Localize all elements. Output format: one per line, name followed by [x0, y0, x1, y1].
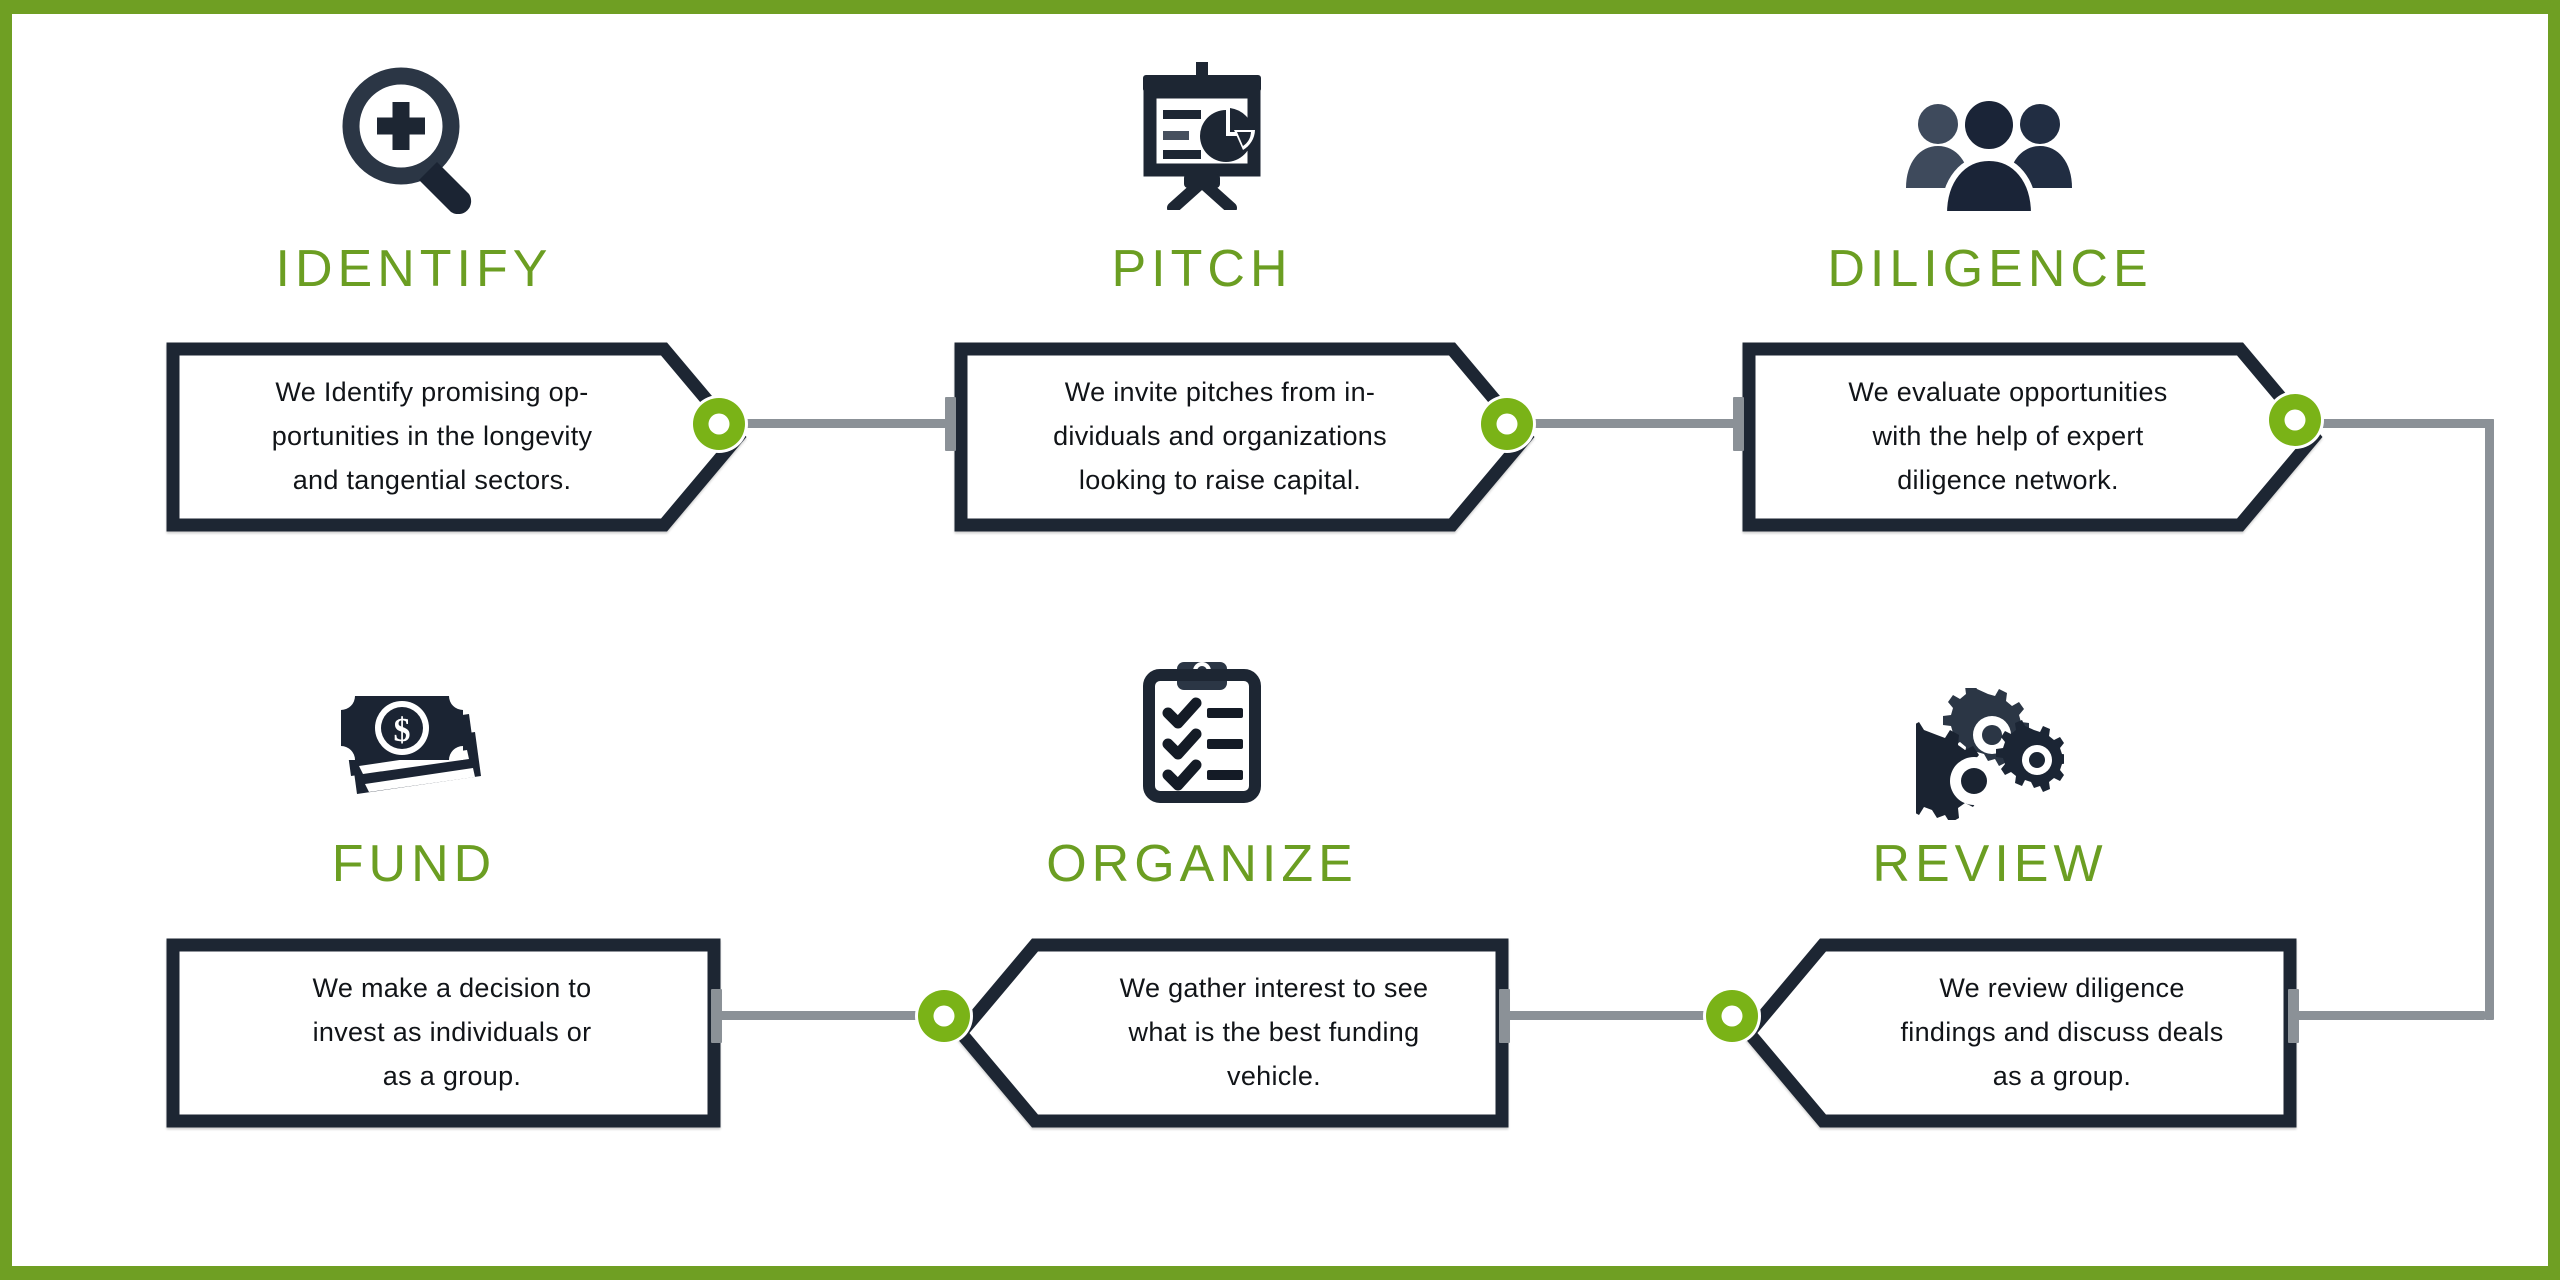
step-heading-diligence: DILIGENCE — [1827, 240, 2153, 298]
step-text-line: We make a decision to — [312, 973, 592, 1004]
tag-shape-right — [166, 342, 752, 532]
presentation-chart-icon — [822, 60, 1582, 210]
connector-node — [1706, 990, 1758, 1042]
step-box-fund: We make a decision to invest as individu… — [166, 938, 752, 1128]
step-text-identify: We Identify promising op- portunities in… — [166, 342, 752, 532]
connector-line-vertical — [2485, 419, 2494, 1020]
tag-shape-right — [954, 342, 1540, 532]
step-text-line: We Identify promising op- — [275, 377, 589, 408]
step-text-fund: We make a decision to invest as individu… — [166, 938, 752, 1128]
step-heading-pitch: PITCH — [1111, 240, 1293, 298]
step-text-line: vehicle. — [1227, 1060, 1321, 1091]
step-heading-fund: FUND — [331, 835, 497, 893]
tag-shape-left — [954, 938, 1540, 1128]
svg-text:$: $ — [394, 712, 411, 749]
connector-line-bottom — [2297, 1011, 2485, 1020]
connector-end-cap — [945, 397, 956, 451]
step-text-line: what is the best funding — [1128, 1017, 1420, 1048]
connector-node — [2269, 394, 2321, 446]
step-text-diligence: We evaluate opportunities with the help … — [1742, 342, 2328, 532]
step-box-review: We review diligence findings and discuss… — [1742, 938, 2328, 1128]
connector-end-cap — [1733, 397, 1744, 451]
step-text-line: looking to raise capital. — [1078, 464, 1362, 495]
connector-line — [1506, 1011, 1738, 1020]
step-text-line: invest as individuals or — [312, 1017, 592, 1048]
magnifier-plus-icon — [34, 64, 794, 214]
connector-node — [693, 398, 745, 450]
step-text-organize: We gather interest to see what is the be… — [954, 938, 1540, 1128]
connector-line — [718, 1011, 950, 1020]
connector-end-cap — [1499, 989, 1510, 1043]
clipboard-checklist-icon — [822, 654, 1582, 804]
step-heading-identify: IDENTIFY — [275, 240, 553, 298]
tag-shape-right — [1742, 342, 2328, 532]
step-text-line: We gather interest to see — [1119, 973, 1429, 1004]
step-box-organize: We gather interest to see what is the be… — [954, 938, 1540, 1128]
connector-line-top — [2294, 419, 2494, 428]
tag-shape-rect — [166, 938, 752, 1128]
step-box-identify: We Identify promising op- portunities in… — [166, 342, 752, 532]
step-text-line: as a group. — [382, 1060, 522, 1091]
infographic-inner-surface: IDENTIFY We Identify promising op- portu… — [12, 14, 2548, 1266]
step-text-line: and tangential sectors. — [292, 464, 572, 495]
step-text-pitch: We invite pitches from in- dividuals and… — [954, 342, 1540, 532]
gears-icon — [1610, 670, 2370, 820]
step-text-line: portunities in the longevity — [271, 421, 593, 452]
connector-end-cap — [711, 989, 722, 1043]
connector-node — [1481, 398, 1533, 450]
step-heading-review: REVIEW — [1872, 835, 2108, 893]
cash-money-icon: $ — [34, 666, 794, 816]
step-text-line: We invite pitches from in- — [1064, 377, 1376, 408]
step-text-line: as a group. — [1992, 1060, 2132, 1091]
connector-line — [1506, 419, 1744, 428]
step-text-line: We evaluate opportunities — [1848, 377, 2168, 408]
connector-node — [918, 990, 970, 1042]
connector-line — [718, 419, 956, 428]
step-text-line: dividuals and organizations — [1053, 421, 1387, 452]
step-heading-organize: ORGANIZE — [1046, 835, 1358, 893]
connector-end-cap — [2288, 989, 2299, 1043]
step-text-line: with the help of expert — [1872, 421, 2144, 452]
step-text-line: diligence network. — [1897, 464, 2119, 495]
step-box-pitch: We invite pitches from in- dividuals and… — [954, 342, 1540, 532]
people-group-icon — [1610, 68, 2370, 218]
step-text-line: We review diligence — [1939, 973, 2185, 1004]
step-text-line: findings and discuss deals — [1900, 1017, 2224, 1048]
tag-shape-left — [1742, 938, 2328, 1128]
step-box-diligence: We evaluate opportunities with the help … — [1742, 342, 2328, 532]
step-text-review: We review diligence findings and discuss… — [1742, 938, 2328, 1128]
